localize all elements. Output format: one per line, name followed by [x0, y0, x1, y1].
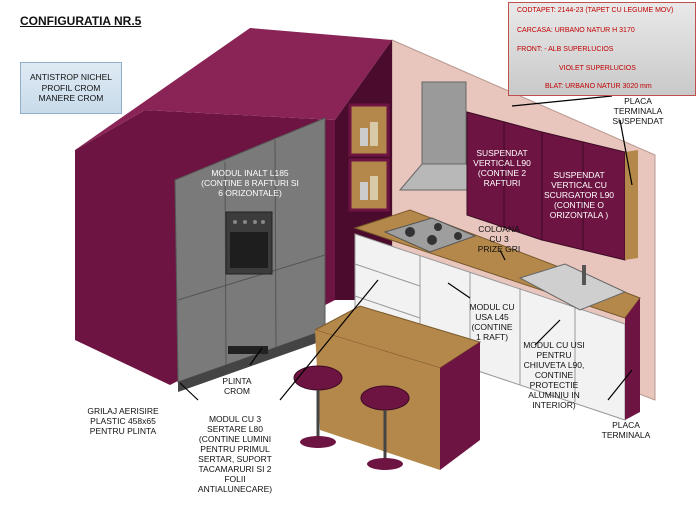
end-panel: [625, 298, 640, 420]
spec-tapet: CODTAPET: 2144-23 (TAPET CU LEGUME MOV): [517, 7, 674, 14]
info-line: MANERE CROM: [38, 93, 104, 104]
label-modul-chiuveta: MODUL CU USI PENTRU CHIUVETA L90, CONTIN…: [523, 340, 585, 410]
wall-cabinet-end: [625, 150, 638, 260]
label-grilaj: GRILAJ AERISIRE PLASTIC 458x65 PENTRU PL…: [87, 406, 159, 436]
label-plinta: PLINTA CROM: [222, 376, 252, 396]
open-shelf-bottom: [348, 158, 390, 212]
stool-1-seat: [293, 365, 343, 391]
materials-spec-box: CODTAPET: 2144-23 (TAPET CU LEGUME MOV) …: [508, 2, 696, 96]
label-modul-sertare: MODUL CU 3 SERTARE L80 (CONTINE LUMINI P…: [197, 414, 273, 494]
spec-blat: BLAT: URBANO NATUR 3020 mm: [545, 83, 652, 90]
label-suspendat-scurgator: SUSPENDAT VERTICAL CU SCURGATOR L90 (CON…: [543, 170, 615, 220]
open-shelf-top: [348, 103, 390, 157]
label-placa-terminala: PLACA TERMINALA: [601, 420, 651, 440]
label-modul-usa: MODUL CU USA L45 (CONTINE 1 RAFT): [469, 302, 515, 342]
hood-chimney: [421, 81, 467, 165]
plinth: [178, 330, 325, 392]
sink: [518, 263, 627, 311]
label-coloana: COLOANA CU 3 PRIZE GRI: [477, 224, 521, 254]
spec-carcasa: CARCASA: URBANO NATUR H 3170: [517, 27, 635, 34]
info-line: ANTISTROP NICHEL: [29, 72, 113, 83]
tall-unit-top: [75, 28, 392, 150]
label-modul-inalt: MODUL INALT L185 (CONTINE 8 RAFTURI SI 6…: [201, 168, 299, 198]
label-suspendat-l90: SUSPENDAT VERTICAL L90 (CONTINE 2 RAFTUR…: [473, 148, 531, 188]
vent-grille: [228, 346, 268, 354]
spec-front: FRONT: - ALB SUPERLUCIOS: [517, 46, 614, 53]
stool-2-seat: [360, 385, 410, 411]
spec-front-2: VIOLET SUPERLUCIOS: [559, 65, 636, 72]
info-line: PROFIL CROM: [41, 82, 101, 93]
island-side: [440, 342, 480, 470]
label-placa-suspendat: PLACA TERMINALA SUSPENDAT: [612, 96, 664, 126]
page-title: CONFIGURATIA NR.5: [20, 14, 142, 28]
hardware-info-box: ANTISTROP NICHEL PROFIL CROM MANERE CROM: [20, 62, 122, 114]
hob: [383, 217, 477, 253]
